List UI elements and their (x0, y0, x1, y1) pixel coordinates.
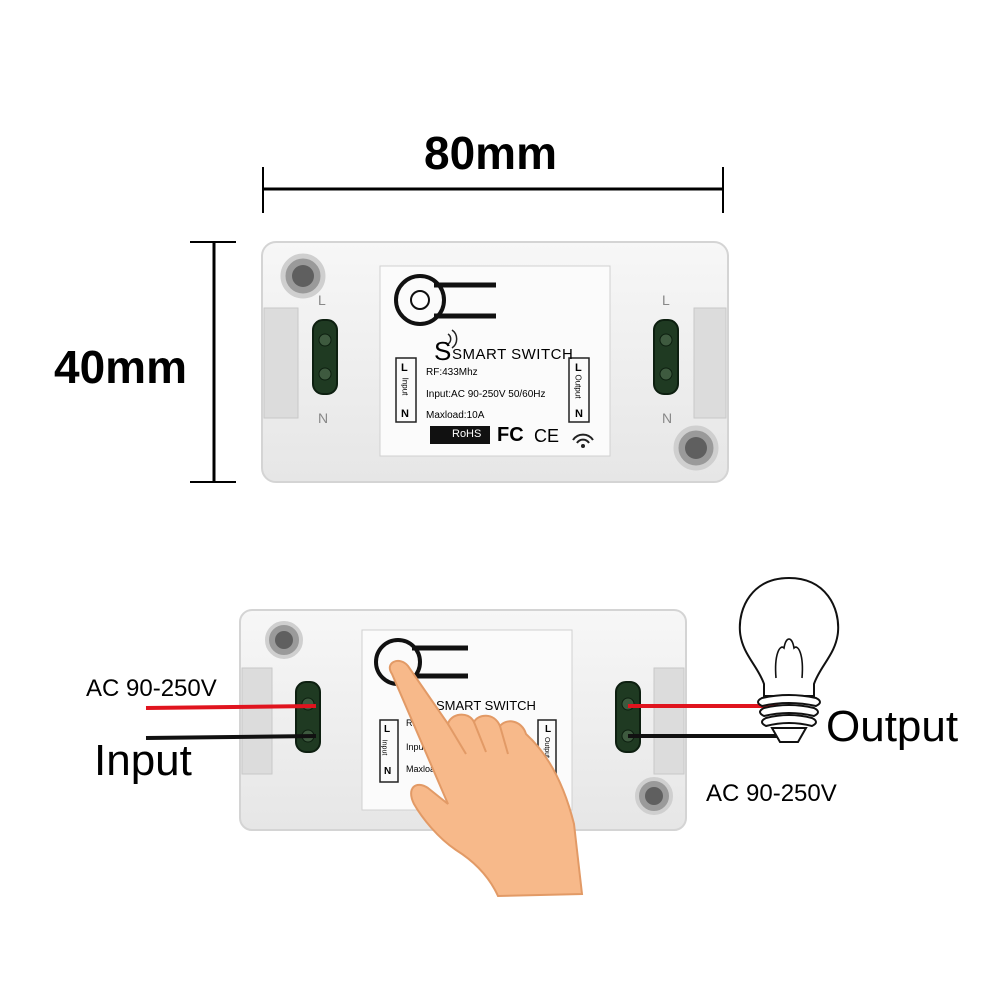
output-box-n: N (575, 408, 583, 420)
output-label: Output (826, 702, 959, 751)
input-box-l: L (401, 362, 408, 374)
brand-label: SMART SWITCH (452, 346, 574, 363)
bottom-output-box-l: L (545, 724, 552, 735)
input-spec: Input:AC 90-250V 50/60Hz (426, 389, 546, 400)
terminal-n-right: N (662, 410, 673, 426)
maxload-partial: Maxload (406, 764, 441, 774)
bottom-input-box-l: L (384, 724, 391, 735)
input-box-n: N (401, 408, 409, 420)
rf-spec: RF:433Mhz (426, 367, 478, 378)
input-box-side: Input (400, 377, 410, 396)
input-partial: Input (406, 742, 427, 752)
terminal-n-left: N (318, 410, 329, 426)
output-box-l: L (575, 362, 582, 374)
width-dimension-line (262, 167, 724, 213)
hand-pointer-icon (389, 659, 584, 898)
height-dimension-label: 40mm (54, 341, 187, 393)
brand-label-bottom: SMART SWITCH (436, 698, 536, 713)
smart-switch-device-top (261, 241, 729, 483)
input-label: Input (94, 736, 192, 785)
output-voltage-label: AC 90-250V (706, 780, 837, 807)
input-wires (145, 704, 317, 740)
width-dimension-label: 80mm (424, 127, 557, 179)
terminal-l-left: L (318, 292, 326, 308)
bottom-input-box-n: N (384, 766, 392, 777)
output-wires (628, 704, 778, 738)
height-dimension-line (190, 241, 236, 483)
fcc-mark: FC (497, 424, 524, 446)
output-box-side: Output (573, 374, 583, 399)
rf-partial: RF (406, 718, 418, 728)
rohs-badge: RoHS (452, 428, 482, 440)
input-voltage-label: AC 90-250V (86, 675, 217, 702)
ce-mark: CE (534, 426, 560, 446)
light-bulb-icon (738, 576, 840, 743)
brand-s-glyph: S (434, 336, 452, 366)
terminal-l-right: L (662, 292, 670, 308)
maxload-spec: Maxload:10A (426, 410, 485, 421)
